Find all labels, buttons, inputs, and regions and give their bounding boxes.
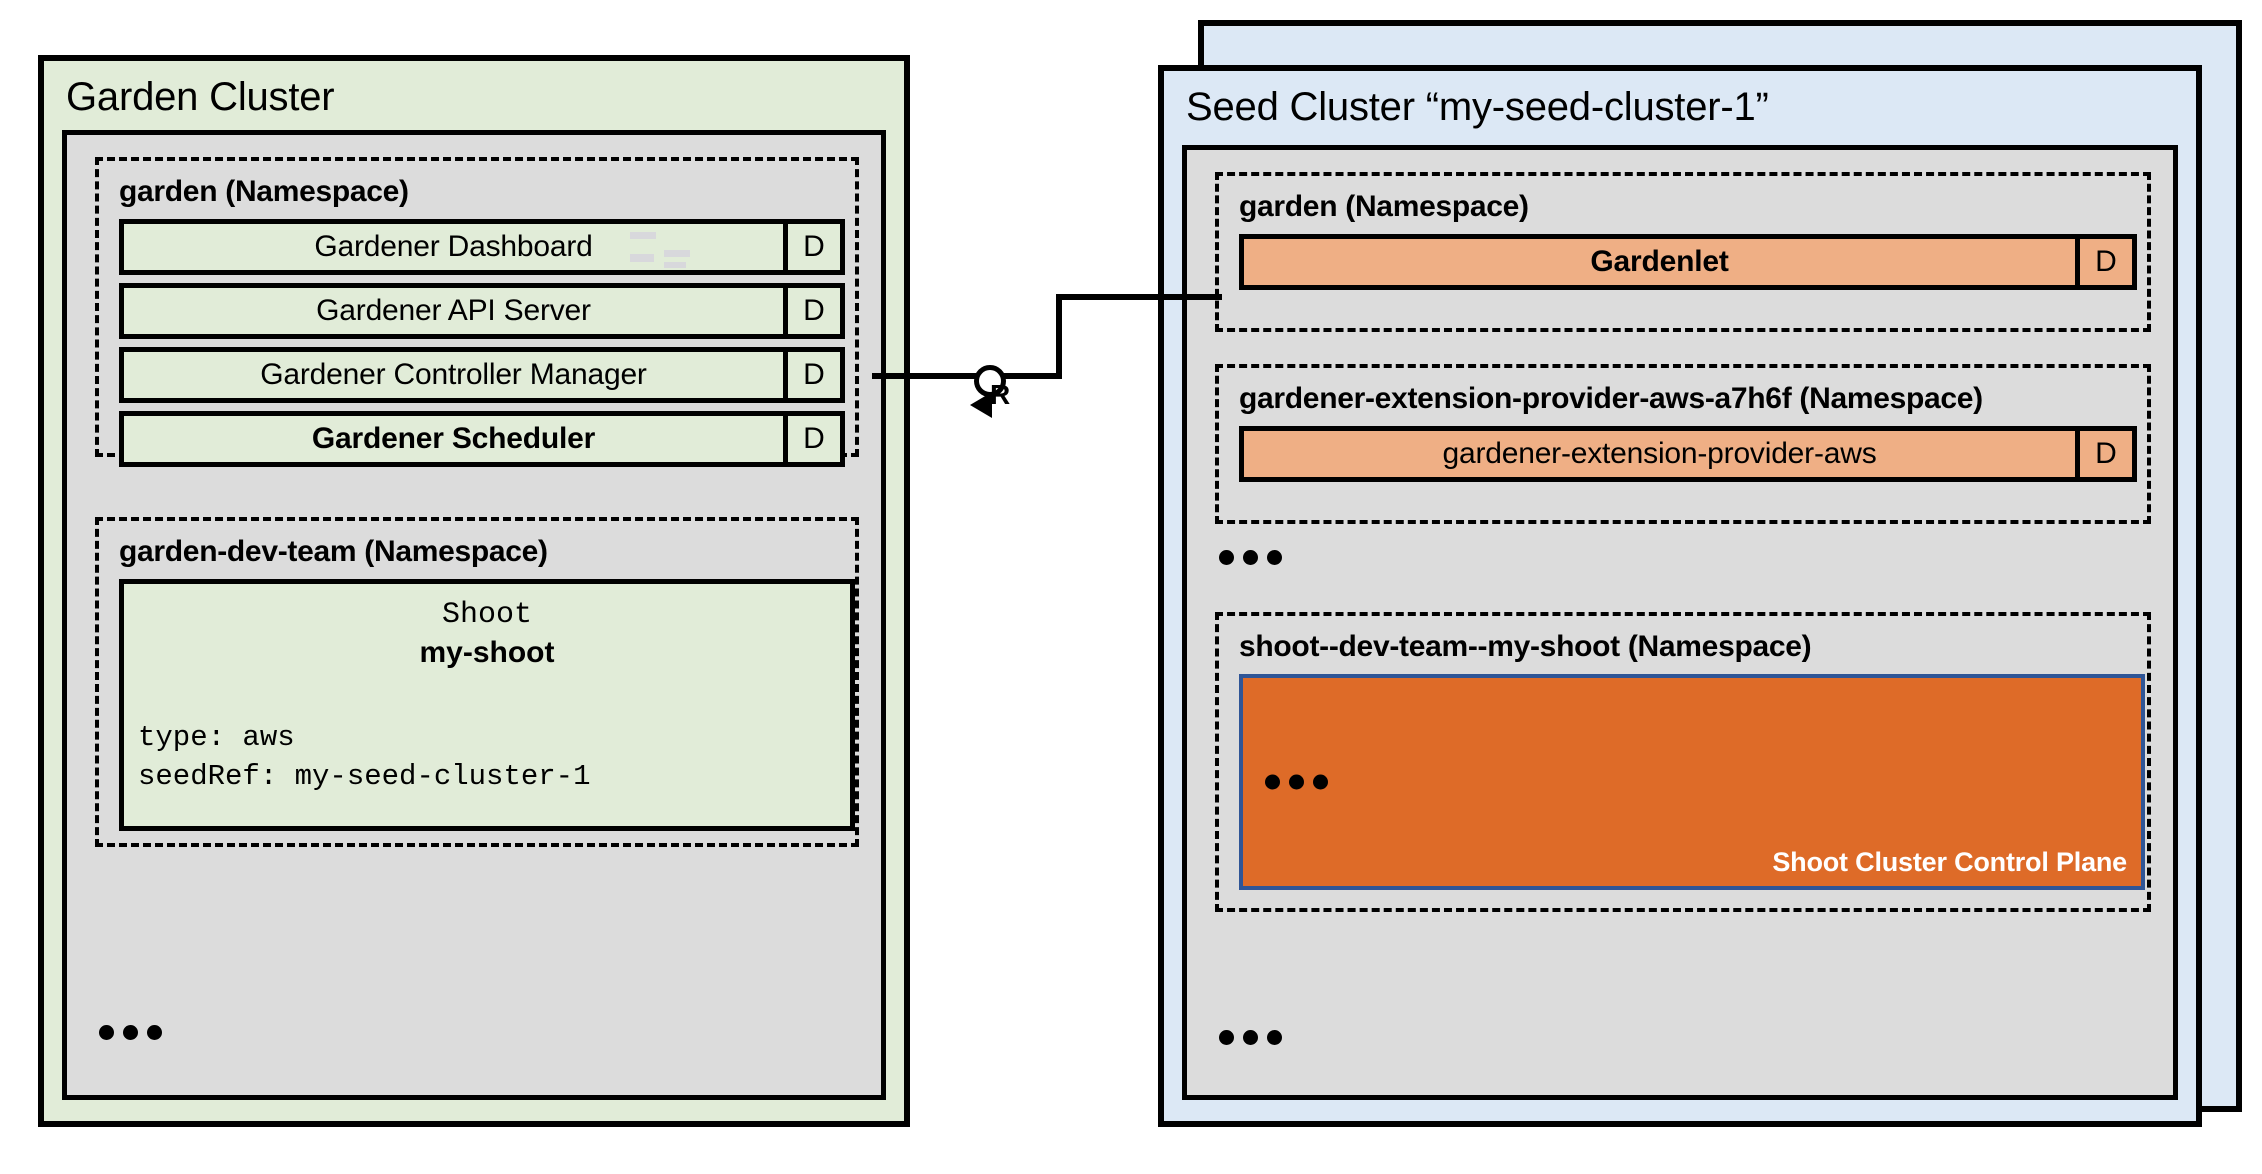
component-gardener-extension-provider-aws-badge: D (2075, 431, 2132, 477)
shoot-resource-kind: Shoot (441, 598, 532, 632)
shoot-cluster-control-plane[interactable]: Shoot Cluster Control Plane (1239, 674, 2145, 890)
garden-cluster-more-indicator (99, 1025, 162, 1040)
component-gardener-extension-provider-aws-label: gardener-extension-provider-aws (1244, 431, 2075, 477)
garden-cluster-kubernetes-area: garden (Namespace) Gardener Dashboard D … (62, 130, 886, 1100)
connector-label-r: R (990, 379, 1011, 410)
component-gardener-api-server-label: Gardener API Server (124, 288, 783, 334)
namespace-shoot-dev-team-my-shoot-label: shoot--dev-team--my-shoot (Namespace) (1239, 630, 1812, 663)
component-gardener-dashboard[interactable]: Gardener Dashboard D (119, 219, 845, 275)
namespace-garden-label: garden (Namespace) (119, 175, 409, 208)
namespace-gardener-extension-provider-aws: gardener-extension-provider-aws-a7h6f (N… (1215, 364, 2151, 524)
component-gardener-extension-provider-aws[interactable]: gardener-extension-provider-aws D (1239, 426, 2137, 482)
namespace-gardener-extension-provider-aws-label: gardener-extension-provider-aws-a7h6f (N… (1239, 382, 1983, 415)
component-gardener-controller-manager-badge: D (783, 352, 840, 398)
component-gardenlet-label: Gardenlet (1244, 239, 2075, 285)
component-gardenlet[interactable]: Gardenlet D (1239, 234, 2137, 290)
connector-segment-horizontal-left (872, 373, 978, 379)
seed-cluster-title: Seed Cluster “my-seed-cluster-1” (1186, 85, 1769, 129)
component-gardenlet-badge: D (2075, 239, 2132, 285)
dashboard-artifact-mark-2 (630, 254, 654, 262)
component-gardener-scheduler-badge: D (783, 416, 840, 462)
component-gardener-scheduler[interactable]: Gardener Scheduler D (119, 411, 845, 467)
seed-cluster-more-indicator-middle (1219, 550, 1282, 565)
control-plane-label: Shoot Cluster Control Plane (1772, 847, 2127, 877)
seed-cluster-kubernetes-area: garden (Namespace) Gardenlet D gardener-… (1182, 145, 2178, 1100)
connector-segment-vertical (1056, 294, 1062, 379)
dashboard-artifact-mark-4 (664, 262, 686, 268)
connector-segment-horizontal-right (1056, 294, 1222, 300)
shoot-resource-card[interactable]: Shoot my-shoot type: aws seedRef: my-see… (119, 579, 855, 831)
component-gardener-controller-manager-label: Gardener Controller Manager (124, 352, 783, 398)
control-plane-more-indicator (1265, 774, 1328, 790)
dashboard-artifact-mark-1 (630, 232, 656, 239)
garden-cluster-title: Garden Cluster (66, 75, 335, 119)
namespace-garden-seed-label: garden (Namespace) (1239, 190, 1529, 223)
seed-cluster-more-indicator-bottom (1219, 1030, 1282, 1045)
component-gardener-controller-manager[interactable]: Gardener Controller Manager D (119, 347, 845, 403)
component-gardener-scheduler-label: Gardener Scheduler (124, 416, 783, 462)
component-gardener-api-server[interactable]: Gardener API Server D (119, 283, 845, 339)
namespace-garden-dev-team-label: garden-dev-team (Namespace) (119, 535, 548, 568)
component-gardener-api-server-badge: D (783, 288, 840, 334)
dashboard-artifact-mark-3 (664, 250, 690, 257)
namespace-garden-seed-cluster: garden (Namespace) Gardenlet D (1215, 172, 2151, 332)
component-gardener-dashboard-badge: D (783, 224, 840, 270)
component-gardener-dashboard-label: Gardener Dashboard (124, 224, 783, 270)
namespace-garden-dev-team: garden-dev-team (Namespace) Shoot my-sho… (95, 517, 859, 847)
shoot-resource-spec: type: aws seedRef: my-seed-cluster-1 (138, 721, 591, 794)
shoot-resource-name: my-shoot (419, 636, 555, 669)
connector-segment-horizontal-mid (1000, 373, 1062, 379)
namespace-shoot-dev-team-my-shoot: shoot--dev-team--my-shoot (Namespace) Sh… (1215, 612, 2151, 912)
connector-arrow-icon (970, 392, 992, 418)
namespace-garden-garden-cluster: garden (Namespace) Gardener Dashboard D … (95, 157, 859, 467)
